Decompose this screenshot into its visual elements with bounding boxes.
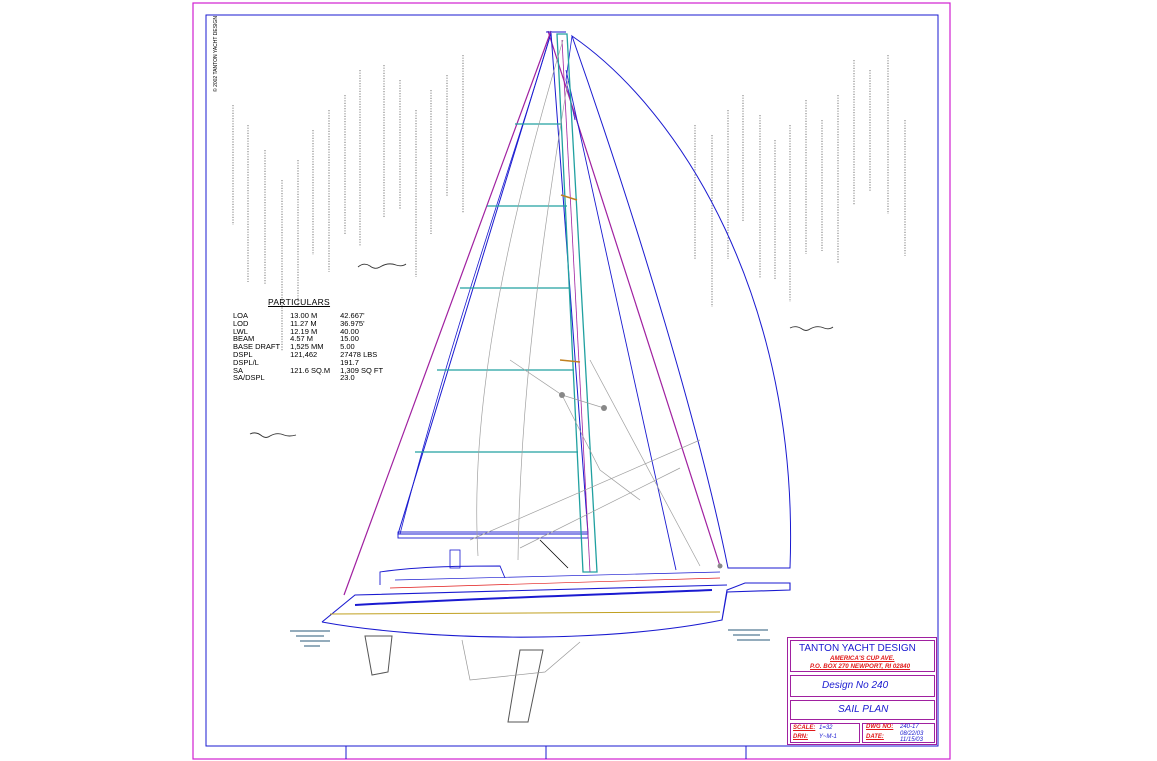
particulars-imperial: 36.975' bbox=[340, 318, 365, 328]
mainsail-roach bbox=[399, 32, 552, 535]
particulars-label: LOA bbox=[233, 311, 249, 320]
mast-centerline bbox=[561, 39, 591, 573]
mainsail-outline bbox=[397, 32, 589, 535]
particulars-imperial: 191.7 bbox=[340, 357, 359, 367]
forestay bbox=[547, 30, 721, 567]
date-value-2: 11/15/03 bbox=[900, 737, 923, 743]
copyright-text: © 2002 TANTON YACHT DESIGN bbox=[212, 16, 219, 92]
scale-box bbox=[790, 723, 860, 743]
particulars-row: DSPL/L 191.7 bbox=[233, 357, 393, 367]
particulars-label: BASE DRAFT bbox=[233, 342, 281, 352]
particulars-metric: 4.57 M bbox=[290, 334, 314, 344]
particulars-metric bbox=[290, 374, 340, 382]
inner-border bbox=[205, 14, 939, 747]
particulars-row: LOA 13.00 M 42.667' bbox=[233, 312, 393, 320]
particulars-imperial: 23.0 bbox=[340, 373, 355, 383]
drn-value: Y~M-1 bbox=[819, 734, 837, 740]
particulars-label: DSPL/L bbox=[233, 357, 259, 367]
border-ticks bbox=[345, 746, 747, 759]
spreaders bbox=[559, 194, 581, 363]
station-lines bbox=[232, 55, 906, 351]
particulars-label: BEAM bbox=[233, 334, 255, 344]
keel bbox=[507, 649, 544, 723]
outer-border bbox=[192, 2, 951, 760]
particulars-row: SA 121.6 SQ.M 1,309 SQ FT bbox=[233, 365, 393, 375]
seagull-sketches bbox=[249, 263, 834, 438]
drawing-title: SAIL PLAN bbox=[838, 704, 889, 715]
dwg-value: 240-17 bbox=[900, 724, 919, 730]
particulars-metric: 121.6 SQ.M bbox=[290, 365, 331, 375]
particulars-metric: 1,525 MM bbox=[290, 342, 324, 352]
address-line-1: AMERICA'S CUP AVE. bbox=[830, 655, 895, 662]
dwg-label: DWG NO: bbox=[866, 724, 894, 730]
boom bbox=[397, 531, 589, 539]
particulars-metric: 13.00 M bbox=[290, 311, 318, 320]
water-ripples bbox=[290, 629, 770, 647]
drawing-box bbox=[790, 700, 935, 720]
rudder bbox=[364, 635, 393, 676]
particulars-title: PARTICULARS bbox=[268, 297, 331, 307]
hull bbox=[321, 549, 791, 638]
battens bbox=[415, 123, 578, 453]
scale-label: SCALE: bbox=[793, 725, 816, 731]
firm-name: TANTON YACHT DESIGN bbox=[799, 643, 916, 654]
particulars-metric: 12.19 M bbox=[290, 326, 318, 336]
mast bbox=[556, 33, 598, 573]
particulars-imperial: 5.00 bbox=[340, 342, 355, 352]
vang bbox=[539, 539, 569, 569]
particulars-row: LWL 12.19 M 40.00 bbox=[233, 326, 393, 336]
design-box bbox=[790, 675, 935, 697]
particulars-row: LOD 11.27 M 36.975' bbox=[233, 318, 393, 328]
particulars-imperial: 27478 LBS bbox=[340, 349, 378, 359]
title-block-frame bbox=[787, 637, 937, 745]
drn-label: DRN: bbox=[793, 734, 808, 740]
particulars-metric: 11.27 M bbox=[290, 318, 317, 328]
address-line-2: P.O. BOX 270 NEWPORT, RI 02840 bbox=[810, 663, 911, 670]
particulars-table: LOA 13.00 M 42.667' LOD 11.27 M 36.975' LWL 12.… bbox=[233, 312, 393, 382]
particulars-imperial: 40.00 bbox=[340, 326, 359, 336]
particulars-row: SA/DSPL 23.0 bbox=[233, 374, 393, 382]
particulars-label: SA/DSPL bbox=[233, 373, 265, 383]
scale-value: 1=32 bbox=[819, 725, 833, 731]
dwg-box bbox=[862, 723, 935, 743]
particulars-metric: 121,462 bbox=[290, 349, 318, 359]
particulars-row: BASE DRAFT 1,525 MM 5.00 bbox=[233, 343, 393, 351]
particulars-label: DSPL bbox=[233, 349, 253, 359]
spinnaker-outline bbox=[571, 34, 792, 569]
particulars-label: SA bbox=[233, 365, 244, 375]
design-number: Design No 240 bbox=[822, 680, 889, 691]
particulars-row: BEAM 4.57 M 15.00 bbox=[233, 335, 393, 343]
particulars-row: DSPL 121,462 27478 LBS bbox=[233, 351, 393, 359]
particulars-label: LOD bbox=[233, 318, 249, 328]
particulars-imperial: 42.667' bbox=[340, 311, 365, 320]
particulars-imperial: 15.00 bbox=[340, 334, 359, 344]
date-value: 08/22/03 bbox=[900, 731, 924, 737]
date-label: DATE: bbox=[866, 734, 884, 740]
firm-box bbox=[790, 640, 935, 672]
hardware-marks bbox=[559, 392, 723, 569]
keel-bulb bbox=[461, 639, 581, 681]
rigging-lines bbox=[469, 39, 701, 567]
backstay bbox=[343, 30, 552, 596]
particulars-imperial: 1,309 SQ FT bbox=[340, 365, 384, 375]
particulars-label: LWL bbox=[233, 326, 248, 336]
